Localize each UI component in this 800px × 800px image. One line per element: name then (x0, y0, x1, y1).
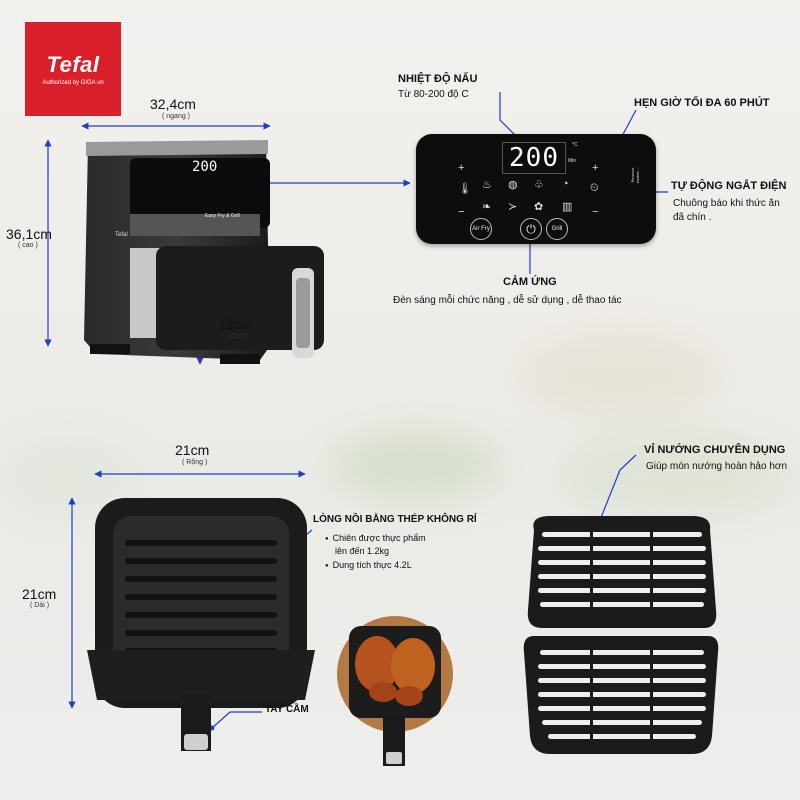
brand-subtitle: Authorized by GIGA.vn (42, 80, 104, 86)
grill-plate (523, 516, 719, 754)
time-plus-icon[interactable]: + (592, 162, 599, 174)
brand-name: Tefal (46, 52, 100, 77)
unit-minutes: Min (568, 158, 577, 164)
chicken-icon[interactable]: ♧ (534, 179, 544, 191)
fryer-model-label: Easy Fry & Grill (205, 213, 240, 219)
fish-icon[interactable]: ≻ (508, 201, 518, 213)
fries-icon[interactable]: ♨ (482, 179, 492, 191)
basket-length-value: 21cm (22, 586, 57, 602)
basket-length-note: ( Dài ) (30, 602, 50, 609)
steak-icon[interactable]: ◍ (508, 179, 518, 191)
chicken-basket-photo (337, 616, 453, 766)
basket-height-value: 12cm (218, 316, 253, 332)
width-note: ( ngang ) (162, 113, 191, 120)
basket-title: LÒNG NỒI BẰNG THÉP KHÔNG RỈ (313, 514, 477, 525)
panel-display: 200 (502, 142, 566, 174)
temp-plus-icon[interactable]: + (458, 162, 465, 174)
handle-title: TAY CẦM (265, 704, 309, 715)
shrimp-icon[interactable]: ❧ (482, 201, 492, 213)
basket-bullet-2: Dung tích thực 4.2L (325, 560, 412, 570)
fryer-brand-label: Tefal (115, 232, 128, 238)
brand-logo: Tefal Authorized by GIGA.vn (25, 22, 121, 116)
height-value: 36,1cm (6, 226, 52, 242)
cake-icon[interactable]: ▥ (562, 201, 573, 213)
auto-off-line-1: Chuông báo khi thức ăn (673, 198, 780, 209)
width-value: 32,4cm (150, 96, 196, 112)
temp-minus-icon[interactable]: − (458, 206, 465, 218)
timer-title: HẸN GIỜ TỐI ĐA 60 PHÚT (634, 97, 770, 109)
temperature-pointer (499, 92, 521, 141)
touch-title: CẢM ỨNG (503, 276, 557, 288)
basket-width-value: 21cm (175, 442, 210, 458)
basket-height-note: ( Cao ) (226, 333, 248, 340)
basket-top-view (87, 498, 315, 751)
auto-off-line-2: đã chín . (673, 212, 712, 223)
height-note: ( cao ) (18, 242, 38, 249)
preset-icon[interactable]: ◔ (562, 178, 569, 190)
touch-text: Đèn sáng mỗi chức năng , dễ sử dụng , dễ… (393, 295, 622, 306)
temperature-title: NHIỆT ĐỘ NẤU (398, 73, 478, 85)
clock-icon: ⏲ (590, 182, 599, 194)
control-panel: 200 °C Min + − 🌡 + − ⏲ ♨ ◍ ♧ ◔ ❧ ≻ ✿ ▥ A… (416, 134, 656, 244)
fryer-display: 200 (192, 159, 218, 175)
thermometer-icon: 🌡 (458, 183, 472, 195)
basket-bullet-1: Chiên được thực phẩm (325, 533, 426, 543)
vegetable-icon[interactable]: ✿ (534, 201, 544, 213)
background-blur (330, 430, 500, 500)
grill-text: Giúp món nướng hoàn hảo hơn (646, 461, 788, 472)
unit-celsius: °C (572, 142, 578, 148)
temperature-text: Từ 80-200 độ C (398, 89, 469, 100)
power-button[interactable]: ⏻ (520, 218, 542, 240)
time-minus-icon[interactable]: − (592, 206, 599, 218)
background-blur (520, 330, 720, 420)
grill-button[interactable]: Grill (546, 218, 568, 240)
power-icon: ⏻ (526, 221, 536, 236)
background-blur (560, 430, 790, 520)
basket-bullet-1-cont: lên đến 1.2kg (335, 546, 390, 556)
auto-off-title: TỰ ĐỘNG NGẮT ĐIỆN (671, 180, 787, 192)
basket-width-note: ( Rộng ) (182, 459, 208, 466)
airfry-button[interactable]: Air Fry (470, 218, 492, 240)
panel-side-text: Remove basket ... (630, 166, 640, 184)
grill-title: VỈ NƯỚNG CHUYÊN DỤNG (644, 444, 786, 456)
air-fryer-illustration (84, 140, 324, 364)
